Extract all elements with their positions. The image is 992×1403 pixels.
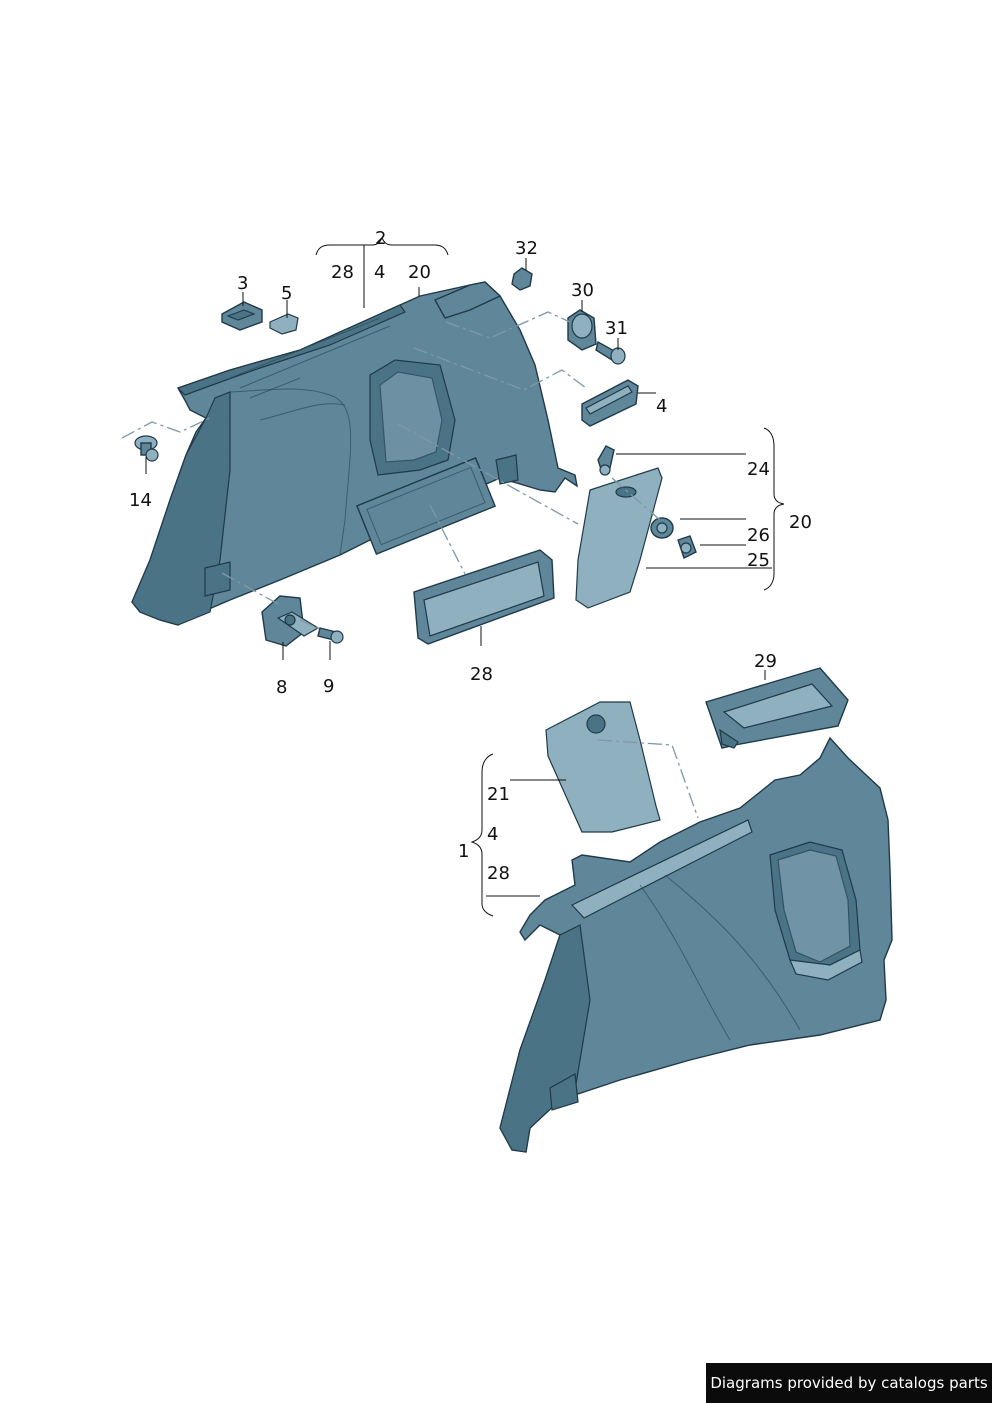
clip-part-5 (269, 313, 299, 335)
label-29: 29 (754, 651, 777, 672)
storage-tray-28 (413, 549, 555, 645)
label-28-top: 28 (331, 262, 354, 283)
expanding-rivet-14 (134, 435, 159, 462)
push-clip-24 (597, 445, 615, 476)
bolt-31 (595, 340, 626, 365)
label-4-top: 4 (374, 262, 385, 283)
label-9: 9 (323, 676, 334, 697)
label-20-right: 20 (789, 512, 812, 533)
label-28-lower: 28 (487, 863, 510, 884)
label-31: 31 (605, 318, 628, 339)
grommet-26 (650, 517, 674, 539)
footer-credit: Diagrams provided by catalogs parts (706, 1363, 992, 1403)
label-26: 26 (747, 525, 770, 546)
clip-nut-32 (511, 267, 533, 291)
cover-flap-21 (545, 701, 661, 833)
lower-side-trim-panel (499, 736, 893, 1153)
label-4-lower: 4 (487, 824, 498, 845)
label-21: 21 (487, 784, 510, 805)
screw-9 (317, 627, 344, 644)
retainer-4-upper (581, 379, 639, 427)
cover-flap-20 (575, 467, 663, 609)
storage-compartment-29 (705, 667, 849, 749)
bracket-30 (567, 309, 597, 351)
label-30: 30 (571, 280, 594, 301)
label-28-tray: 28 (470, 664, 493, 685)
clip-part-3 (221, 301, 263, 331)
label-24: 24 (747, 459, 770, 480)
assembly-lines (121, 311, 699, 819)
label-2: 2 (375, 228, 386, 249)
label-20-top: 20 (408, 262, 431, 283)
label-32: 32 (515, 238, 538, 259)
label-3: 3 (237, 273, 248, 294)
part-labels: 2 28 4 20 3 5 14 8 9 28 32 30 31 4 24 20… (129, 228, 812, 884)
label-4-right: 4 (656, 396, 667, 417)
label-1: 1 (458, 841, 469, 862)
label-14: 14 (129, 490, 152, 511)
leader-lines (145, 236, 785, 917)
label-5: 5 (281, 283, 292, 304)
label-8: 8 (276, 677, 287, 698)
label-25: 25 (747, 550, 770, 571)
rivet-25 (677, 535, 697, 559)
lashing-eye-8 (261, 595, 320, 647)
